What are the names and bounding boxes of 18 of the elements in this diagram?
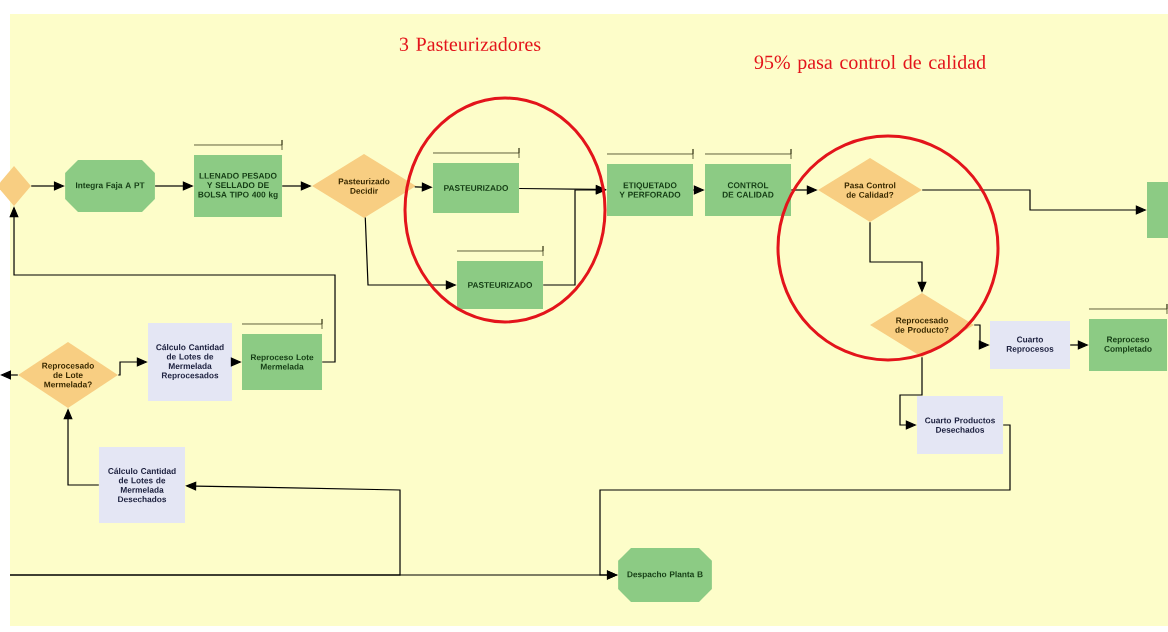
storage-box: Cuarto Reprocesos: [990, 321, 1070, 369]
process-box: Reproceso Lote Mermelada: [242, 334, 322, 390]
storage-box: Cuarto Productos Desechados: [917, 396, 1003, 454]
storage-box: Cálculo Cantidad de Lotes de Mermelada Reprocesados: [148, 323, 232, 401]
arrow: [899, 356, 923, 430]
process-box: CONTROL DE CALIDAD: [705, 164, 791, 216]
process-box: [1147, 182, 1168, 238]
process-box: PASTEURIZADO: [457, 261, 543, 309]
annotation-text: 95% pasa control de calidad: [754, 54, 986, 74]
process-box: PASTEURIZADO: [433, 163, 519, 213]
decision-diamond: [0, 166, 31, 206]
process-box: Reproceso Completado: [1089, 319, 1167, 371]
annotation-text: 3 Pasteurizadores: [399, 36, 541, 52]
process-box: ETIQUETADO Y PERFORADO: [607, 164, 693, 216]
process-box: LLENADO PESADO Y SELLADO DE BOLSA TIPO 400 kg: [194, 155, 282, 217]
storage-box: Cálculo Cantidad de Lotes de Mermelada Desechados: [99, 447, 185, 523]
terminal-box: Integra Faja A PT: [65, 160, 155, 212]
arrow: [9, 481, 401, 576]
